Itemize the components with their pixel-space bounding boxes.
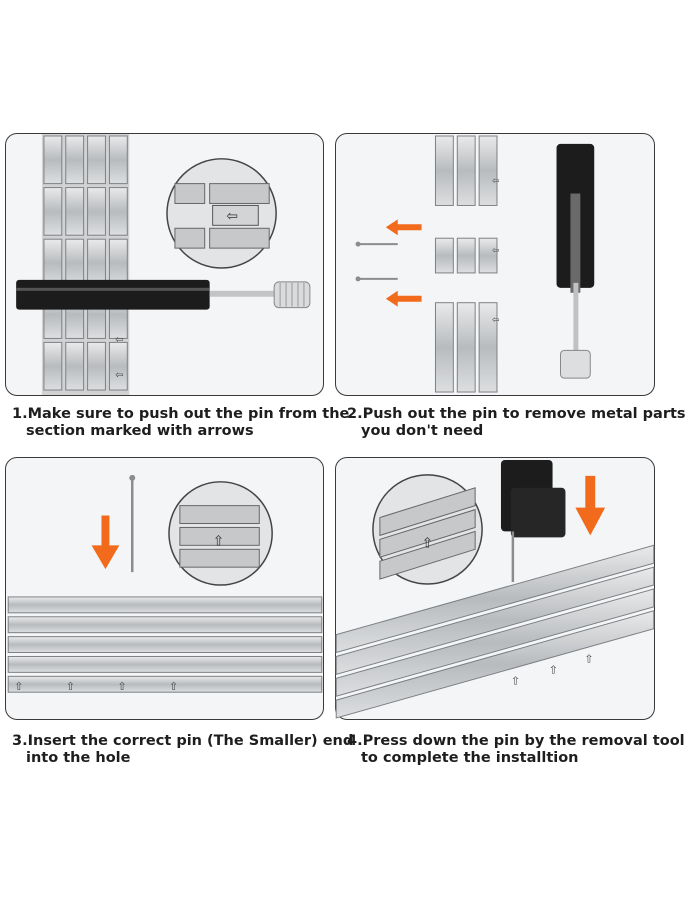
arrow-up-icon: ⇧ — [422, 535, 434, 551]
arrow-up-icon: ⇧ — [169, 680, 178, 693]
step-2-line-1: 2.Push out the pin to remove metal parts — [347, 406, 686, 422]
watch-band — [7, 596, 323, 693]
step-3-line-2: into the hole — [26, 750, 131, 766]
step-4-illustration: ⇧ ⇧ ⇧ ⇧ — [335, 457, 655, 720]
zoom-detail: ⇧ — [168, 481, 273, 586]
arrow-left-icon: ⇦ — [115, 370, 123, 381]
arrow-left-icon: ⇦ — [492, 246, 499, 256]
insert-pin-illustration: ⇧ ⇧ ⇧ ⇧ ⇧ — [7, 474, 323, 693]
step-2-line-2: you don't need — [361, 423, 484, 439]
arrow-up-icon: ⇧ — [117, 680, 126, 693]
arrow-left-icon: ⇦ — [227, 208, 239, 224]
zoom-detail: ⇦ — [166, 158, 277, 269]
step-1-caption: 1.Make sure to push out the pin from the… — [12, 406, 349, 440]
step-3-illustration: ⇧ ⇧ ⇧ ⇧ ⇧ — [5, 457, 324, 720]
step-1-illustration: ⇦ ⇦ ⇦ ⇦ — [5, 133, 324, 396]
step-4-line-2: to complete the installtion — [361, 750, 579, 766]
step-2-caption: 2.Push out the pin to remove metal parts… — [347, 406, 686, 440]
arrow-up-icon: ⇧ — [549, 663, 558, 676]
arrow-left-icon — [385, 219, 422, 236]
step-3-line-1: 3.Insert the correct pin (The Smaller) e… — [12, 733, 354, 749]
remove-links-illustration: ⇦ ⇦ ⇦ — [355, 135, 595, 393]
arrow-up-icon: ⇧ — [584, 652, 593, 665]
watch-band — [335, 544, 655, 719]
step-2-illustration: ⇦ ⇦ ⇦ — [335, 133, 655, 396]
step-1-line-2: section marked with arrows — [26, 423, 254, 439]
step-4-line-1: 4.Press down the pin by the removal tool — [347, 733, 685, 749]
arrow-left-icon: ⇦ — [492, 316, 499, 326]
arrow-up-icon: ⇧ — [213, 533, 225, 549]
arrow-up-icon: ⇧ — [14, 680, 23, 693]
arrow-left-icon: ⇦ — [492, 177, 499, 187]
press-pin-illustration: ⇧ ⇧ ⇧ ⇧ — [335, 459, 655, 719]
watch-band-pin-push-illustration: ⇦ ⇦ ⇦ ⇦ — [16, 134, 311, 395]
pin-removal-tool — [556, 143, 595, 379]
watch-band-links — [434, 135, 498, 393]
arrow-down-icon — [91, 515, 120, 570]
arrow-left-icon — [385, 290, 422, 307]
pin-removal-tool — [16, 279, 311, 310]
step-4-caption: 4.Press down the pin by the removal tool… — [347, 733, 685, 767]
arrow-left-icon: ⇦ — [115, 334, 123, 345]
step-3-caption: 3.Insert the correct pin (The Smaller) e… — [12, 733, 353, 767]
zoom-detail: ⇧ — [372, 474, 483, 585]
arrow-up-icon: ⇧ — [511, 674, 520, 687]
arrow-up-icon: ⇧ — [66, 680, 75, 693]
pin-removal-tool — [500, 459, 566, 583]
arrow-down-icon — [575, 475, 606, 536]
step-1-line-1: 1.Make sure to push out the pin from the — [12, 406, 350, 422]
